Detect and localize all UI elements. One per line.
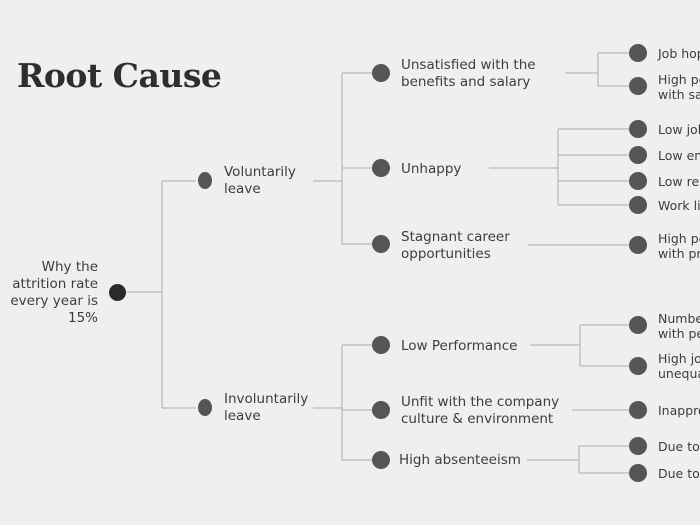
unhappy-label: Unhappy (401, 161, 462, 177)
involuntary-node (198, 399, 212, 416)
inappro-node (629, 401, 647, 419)
absenteeism-label: High absenteeism (399, 452, 521, 468)
low-job-label: Low job (658, 122, 700, 137)
work-li-node (629, 196, 647, 214)
number-node (629, 316, 647, 334)
unhappy-node (372, 159, 390, 177)
unfit-node (372, 401, 390, 419)
due-to-s-label: Due to s (658, 439, 700, 454)
unsatisfied-node (372, 64, 390, 82)
low-en-node (629, 146, 647, 164)
due-to-u-node (629, 464, 647, 482)
high-job-unequa-node (629, 357, 647, 375)
due-to-s-node (629, 437, 647, 455)
voluntary-node (198, 172, 212, 189)
low-en-label: Low en (658, 148, 700, 163)
job-hop-node (629, 44, 647, 62)
work-li-label: Work li (658, 198, 700, 213)
job-hop-label: Job hop (658, 46, 700, 61)
low-performance-node (372, 336, 390, 354)
low-job-node (629, 120, 647, 138)
page-title: Root Cause (17, 56, 222, 95)
high-job-unequa-label: High jounequa (658, 351, 700, 381)
due-to-u-label: Due to u (658, 466, 700, 481)
low-performance-label: Low Performance (401, 338, 518, 354)
low-rel-label: Low rel (658, 174, 700, 189)
high-pe-sa-node (629, 77, 647, 95)
high-pe-sa-label: High pewith sa (658, 72, 700, 102)
high-pe-pro-label: High pewith pro (658, 231, 700, 261)
low-rel-node (629, 172, 647, 190)
stagnant-node (372, 235, 390, 253)
root-node (109, 284, 126, 301)
absenteeism-node (372, 451, 390, 469)
inappro-label: Inappro (658, 403, 700, 418)
high-pe-pro-node (629, 236, 647, 254)
